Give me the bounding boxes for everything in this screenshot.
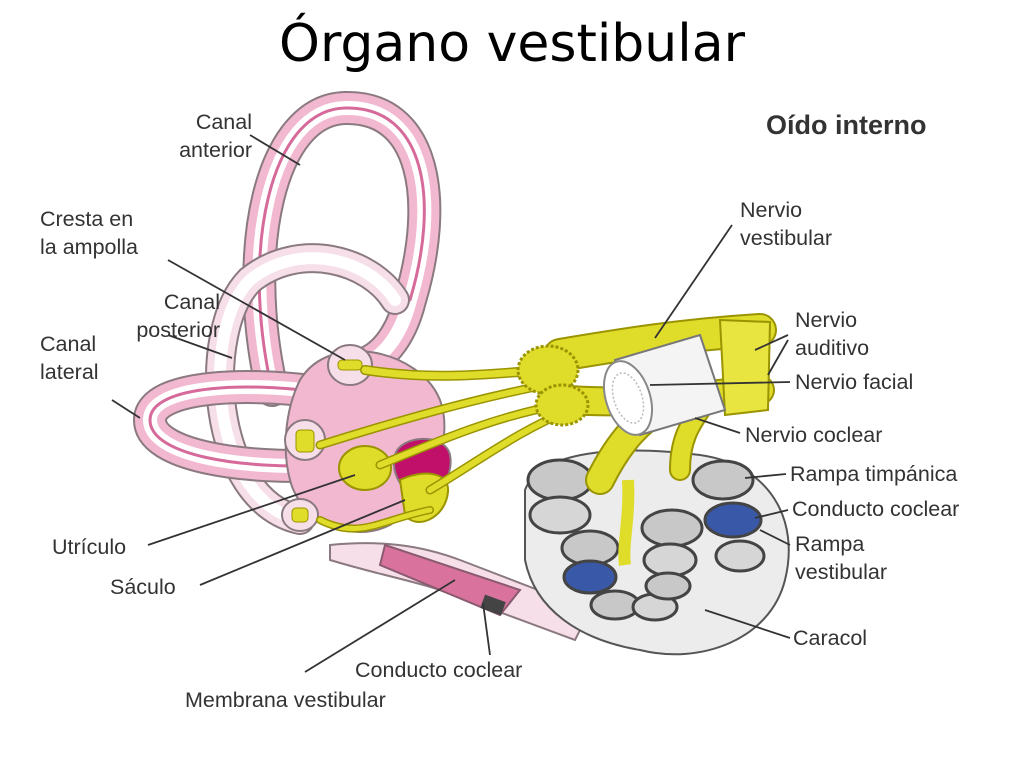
label-conducto-coclear-right: Conducto coclear <box>792 497 960 521</box>
label-nervio-coclear: Nervio coclear <box>745 423 883 447</box>
label-canal-lateral: Canal lateral <box>40 330 99 386</box>
label-line: Cresta en <box>40 207 134 231</box>
vestibular-ganglion-lower <box>534 383 590 427</box>
label-line: Nervio <box>795 308 858 332</box>
semicircular-canals <box>132 90 442 535</box>
figure-heading: Oído interno <box>766 110 927 140</box>
label-rampa-vestibular: Rampa vestibular <box>795 530 887 586</box>
utricle <box>338 445 392 491</box>
label-line: Canal <box>195 110 252 134</box>
label-line: Rampa <box>795 532 865 556</box>
nerve-trunk-end <box>718 318 772 417</box>
label-canal-anterior: Canal anterior <box>150 108 252 164</box>
label-line: anterior <box>179 138 252 162</box>
label-nervio-auditivo: Nervio auditivo <box>795 306 869 362</box>
label-caracol: Caracol <box>793 626 868 650</box>
label-line: lateral <box>40 360 99 384</box>
label-nervio-facial: Nervio facial <box>795 370 914 394</box>
slide-title: Órgano vestibular <box>279 14 745 74</box>
leader-lines <box>111 134 791 673</box>
label-canal-posterior: Canal posterior <box>110 288 220 344</box>
label-line: Nervio <box>740 198 803 222</box>
label-line: vestibular <box>795 560 888 584</box>
label-saculo: Sáculo <box>110 575 176 599</box>
label-membrana-vestibular: Membrana vestibular <box>185 688 386 712</box>
label-line: la ampolla <box>40 235 138 259</box>
label-utriculo: Utrículo <box>52 535 127 559</box>
label-nervio-vestibular: Nervio vestibular <box>740 196 832 252</box>
label-line: posterior <box>136 318 220 342</box>
label-rampa-timpanica: Rampa timpánica <box>790 462 958 486</box>
ampullae <box>281 344 373 532</box>
label-cresta-ampolla: Cresta en la ampolla <box>40 205 138 261</box>
label-line: auditivo <box>795 336 870 360</box>
label-line: Canal <box>163 290 220 314</box>
label-line: Canal <box>40 332 97 356</box>
label-conducto-coclear-bottom: Conducto coclear <box>355 658 523 682</box>
label-line: vestibular <box>740 226 833 250</box>
cochlea <box>524 449 790 656</box>
